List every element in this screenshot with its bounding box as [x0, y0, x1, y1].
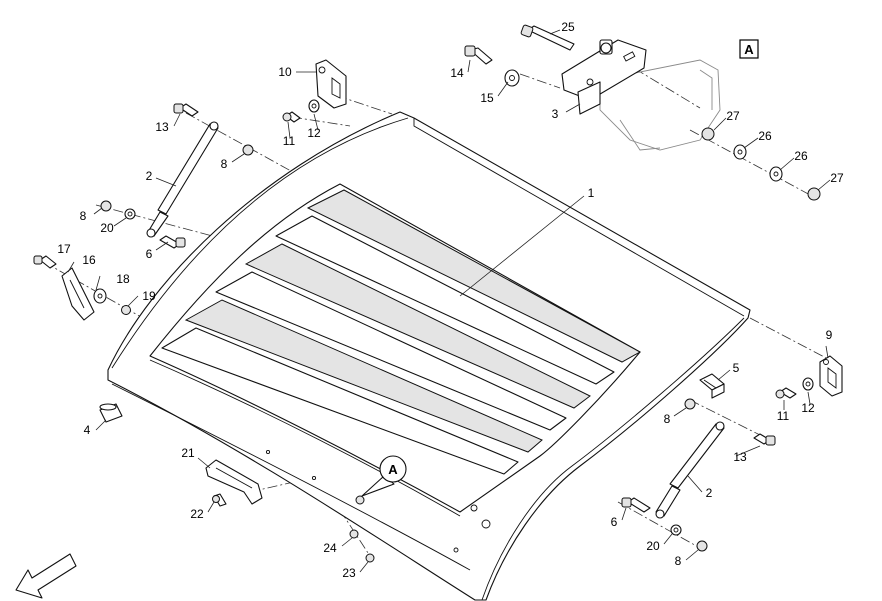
callout-number-c11a: 11 [283, 134, 296, 148]
detail-box-a: A [739, 39, 759, 59]
callout-number-c16: 16 [82, 253, 96, 267]
callout-number-c26b: 26 [794, 149, 808, 163]
detail-box-label: A [744, 42, 754, 57]
latch-bracket-assembly [464, 24, 721, 151]
callout-number-c5: 5 [733, 361, 740, 375]
callout-number-c13b: 13 [733, 450, 747, 464]
direction-arrow-icon [15, 553, 77, 599]
callout-number-c23: 23 [342, 566, 356, 580]
callout-number-c20b: 20 [646, 539, 660, 553]
callout-number-c2a: 2 [146, 169, 153, 183]
callout-number-c12a: 12 [307, 126, 321, 140]
callout-number-c6b: 6 [611, 515, 618, 529]
callout-number-c24: 24 [323, 541, 337, 555]
callout-number-c17: 17 [57, 242, 71, 256]
callout-number-c8a: 8 [221, 157, 228, 171]
callout-number-c8b: 8 [80, 209, 87, 223]
hinge-bracket-left [282, 59, 347, 123]
callout-number-c4: 4 [84, 423, 91, 437]
callout-number-c14: 14 [450, 66, 464, 80]
callout-number-c8c: 8 [664, 412, 671, 426]
right-side-fixings [699, 355, 843, 399]
detail-callout-a: A [361, 455, 407, 497]
callout-number-c8d: 8 [675, 554, 682, 568]
callout-number-c27b: 27 [830, 171, 844, 185]
callout-number-c25: 25 [561, 20, 575, 34]
gas-strut-right [621, 398, 776, 552]
callout-number-c21: 21 [181, 446, 195, 460]
callout-number-c6a: 6 [146, 247, 153, 261]
right-top-fixings [701, 127, 821, 201]
callout-number-c19: 19 [142, 289, 156, 303]
gas-strut-left [100, 103, 254, 249]
callout-number-c10: 10 [278, 65, 292, 79]
handle-assembly [205, 459, 375, 563]
callout-number-c3: 3 [552, 107, 559, 121]
callout-number-c18: 18 [116, 272, 130, 286]
callout-number-c26a: 26 [758, 129, 772, 143]
grille-panel [107, 111, 751, 601]
leader-lines [67, 29, 831, 573]
callout-number-c22: 22 [190, 507, 204, 521]
callout-a-label: A [388, 462, 398, 477]
callout-number-c20a: 20 [100, 221, 114, 235]
left-side-fixings [33, 255, 131, 423]
callout-number-c11b: 11 [777, 409, 790, 423]
callout-number-c2b: 2 [706, 486, 713, 500]
callout-number-c15: 15 [480, 91, 494, 105]
callout-number-c1: 1 [588, 186, 595, 200]
callout-number-c9: 9 [826, 328, 833, 342]
callout-number-c27a: 27 [726, 109, 740, 123]
callout-number-c13a: 13 [155, 120, 169, 134]
callout-number-c12b: 12 [801, 401, 815, 415]
